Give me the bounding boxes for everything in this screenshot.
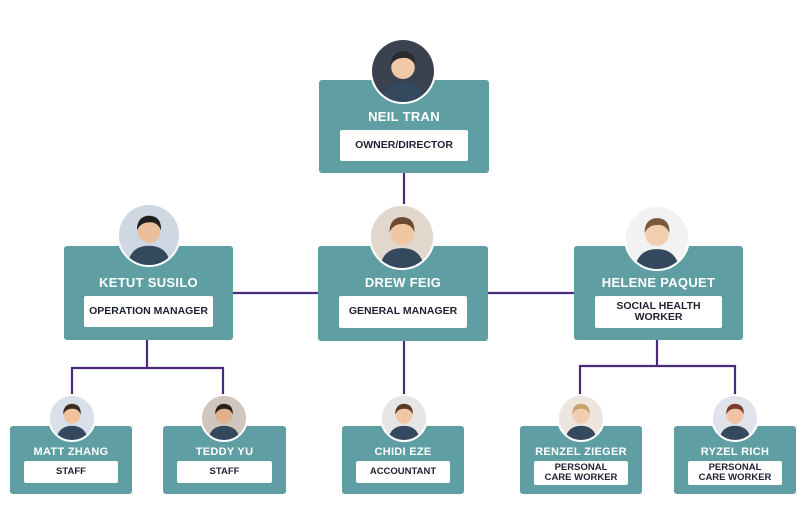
person-icon	[626, 207, 688, 269]
avatar-ketut-susilo	[117, 203, 181, 267]
person-icon	[50, 396, 94, 440]
person-name: CHIDI EZE	[374, 446, 432, 458]
person-role: ACCOUNTANT	[356, 461, 450, 483]
person-role: PERSONAL CARE WORKER	[534, 461, 628, 485]
person-role: OWNER/DIRECTOR	[340, 130, 468, 161]
person-role: STAFF	[177, 461, 272, 483]
person-icon	[119, 205, 179, 265]
avatar-matt-zhang	[48, 394, 96, 442]
card-neil-tran[interactable]: NEIL TRAN OWNER/DIRECTOR	[319, 80, 489, 173]
avatar-helene-paquet	[624, 205, 690, 271]
person-icon	[371, 206, 433, 268]
avatar-drew-feig	[369, 204, 435, 270]
person-name: KETUT SUSILO	[99, 275, 198, 290]
person-icon	[372, 40, 434, 102]
card-ryzel-rich[interactable]: RYZEL RICH PERSONAL CARE WORKER	[674, 426, 796, 494]
avatar-renzel-zieger	[557, 394, 605, 442]
avatar-ryzel-rich	[711, 394, 759, 442]
person-icon	[559, 396, 603, 440]
person-role: OPERATION MANAGER	[84, 296, 213, 327]
person-name: HELENE PAQUET	[601, 275, 716, 290]
person-role: PERSONAL CARE WORKER	[688, 461, 782, 485]
person-name: RYZEL RICH	[700, 446, 770, 458]
person-name: TEDDY YU	[195, 446, 254, 458]
person-icon	[382, 396, 426, 440]
person-name: MATT ZHANG	[33, 446, 109, 458]
connector-helene-workers	[578, 364, 737, 395]
person-name: DREW FEIG	[364, 275, 442, 290]
person-role: SOCIAL HEALTH WORKER	[595, 296, 722, 328]
card-renzel-zieger[interactable]: RENZEL ZIEGER PERSONAL CARE WORKER	[520, 426, 642, 494]
person-name: RENZEL ZIEGER	[535, 446, 627, 458]
avatar-neil-tran	[370, 38, 436, 104]
avatar-chidi-eze	[380, 394, 428, 442]
person-name: NEIL TRAN	[368, 109, 440, 124]
person-role: GENERAL MANAGER	[339, 296, 467, 328]
person-role: STAFF	[24, 461, 118, 483]
person-icon	[202, 396, 246, 440]
person-icon	[713, 396, 757, 440]
card-helene-paquet[interactable]: HELENE PAQUET SOCIAL HEALTH WORKER	[574, 246, 743, 340]
connector-ketut-staff	[70, 366, 225, 395]
avatar-teddy-yu	[200, 394, 248, 442]
